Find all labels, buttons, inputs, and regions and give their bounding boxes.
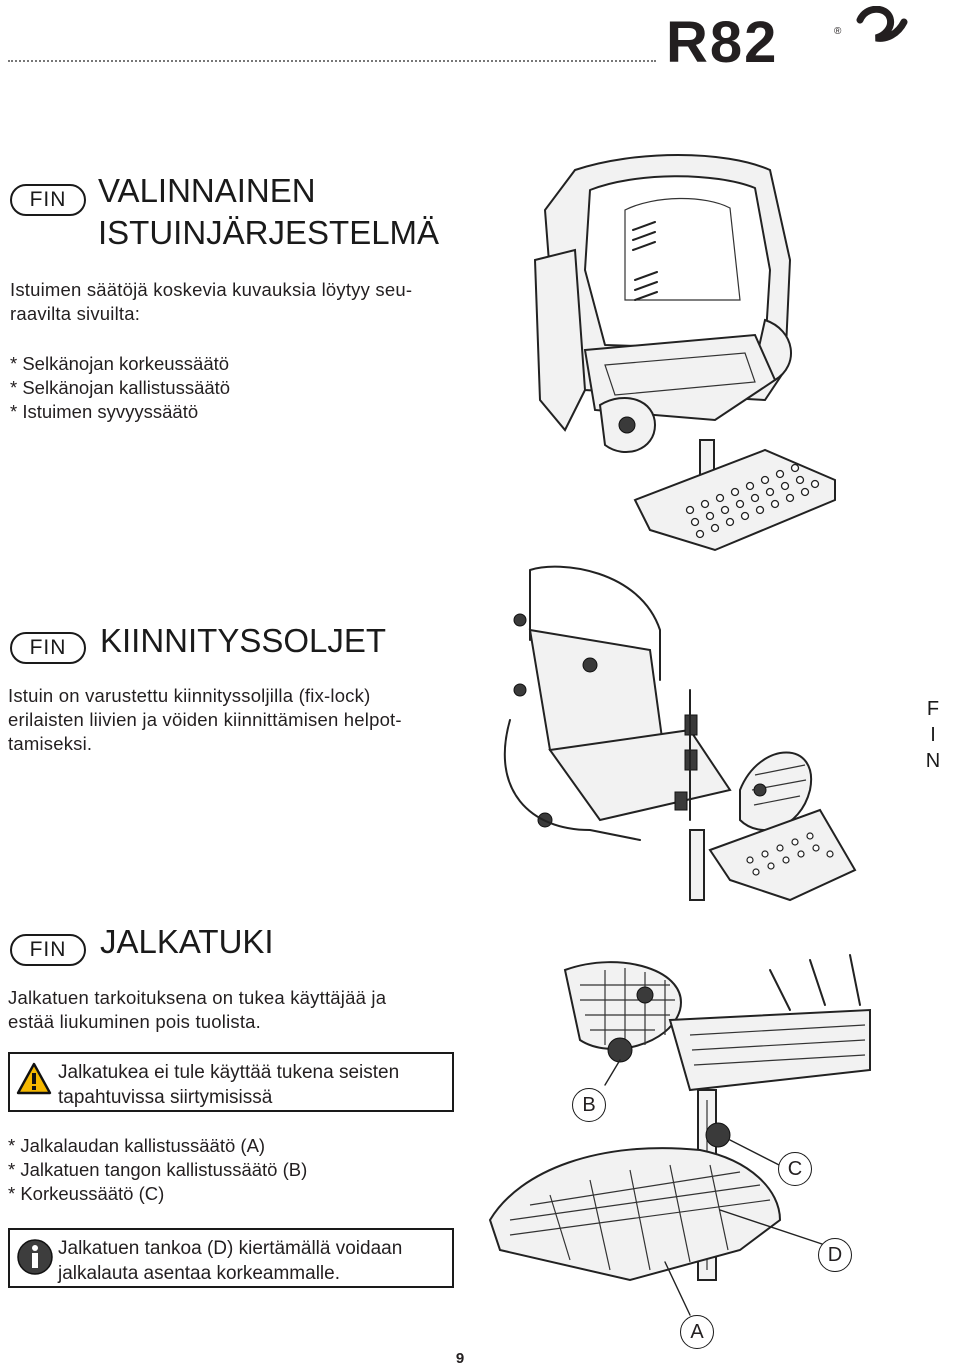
title-line: VALINNAINEN xyxy=(98,172,316,209)
seat-illustration xyxy=(515,150,845,565)
r82-logo: R82 ® xyxy=(664,5,914,75)
info-line: jalkalauta asentaa korkeammalle. xyxy=(58,1263,340,1284)
warning-box: Jalkatukea ei tule käyttää tukena seiste… xyxy=(8,1052,454,1112)
callout-a: A xyxy=(680,1315,714,1349)
callout-c: C xyxy=(778,1152,812,1186)
callout-d: D xyxy=(818,1238,852,1272)
brand-wordmark: R82 xyxy=(666,10,778,68)
list-item: * Selkänojan kallistussäätö xyxy=(10,377,231,398)
list-item: * Korkeussäätö (C) xyxy=(8,1183,165,1204)
warning-line: Jalkatukea ei tule käyttää tukena seiste… xyxy=(58,1062,400,1083)
warning-text: Jalkatukea ei tule käyttää tukena seiste… xyxy=(58,1060,399,1110)
fixlock-paragraph: Istuin on varustettu kiinnityssoljilla (… xyxy=(8,684,478,756)
paragraph-line: erilaisten liivien ja vöiden kiinnittämi… xyxy=(8,709,402,730)
paragraph-line: Istuimen säätöjä koskevia kuvauksia löyt… xyxy=(10,279,413,300)
language-badge-fin: FIN xyxy=(10,184,86,216)
paragraph-line: raavilta sivuilta: xyxy=(10,303,141,324)
intro-paragraph: Istuimen säätöjä koskevia kuvauksia löyt… xyxy=(10,278,490,326)
footrest-paragraph: Jalkatuen tarkoituksena on tukea käyttäj… xyxy=(8,986,478,1034)
svg-text:®: ® xyxy=(834,26,842,37)
frame-illustration xyxy=(490,560,860,915)
footrest-illustration xyxy=(480,950,880,1355)
info-box: Jalkatuen tankoa (D) kiertämällä voidaan… xyxy=(8,1228,454,1288)
header-dotted-rule xyxy=(8,60,656,62)
paragraph-line: Istuin on varustettu kiinnityssoljilla (… xyxy=(8,685,371,706)
list-item: * Selkänojan korkeussäätö xyxy=(10,353,230,374)
footrest-adjustment-list: * Jalkalaudan kallistussäätö (A) * Jalka… xyxy=(8,1134,307,1206)
side-tab-letter: F xyxy=(926,698,940,720)
language-badge-fin: FIN xyxy=(10,632,86,664)
side-tab-letter: N xyxy=(925,750,941,772)
info-icon xyxy=(17,1239,53,1275)
language-badge-fin: FIN xyxy=(10,934,86,966)
swirl-logo-icon xyxy=(856,5,908,42)
page-number: 9 xyxy=(455,1350,465,1367)
title-line: ISTUINJÄRJESTELMÄ xyxy=(98,214,440,251)
list-item: * Jalkatuen tangon kallistussäätö (B) xyxy=(8,1159,308,1180)
side-tab-letter: I xyxy=(930,724,936,746)
callout-b: B xyxy=(572,1088,606,1122)
language-side-tab: F I N xyxy=(918,696,948,774)
info-text: Jalkatuen tankoa (D) kiertämällä voidaan… xyxy=(58,1236,402,1286)
section-title-valinnainen: VALINNAINEN ISTUINJÄRJESTELMÄ xyxy=(98,170,439,254)
paragraph-line: tamiseksi. xyxy=(8,733,93,754)
section-title-jalkatuki: JALKATUKI xyxy=(100,923,274,960)
list-item: * Istuimen syvyyssäätö xyxy=(10,401,199,422)
warning-line: tapahtuvissa siirtymisissä xyxy=(58,1087,273,1108)
list-item: * Jalkalaudan kallistussäätö (A) xyxy=(8,1135,266,1156)
warning-icon xyxy=(16,1062,52,1095)
info-line: Jalkatuen tankoa (D) kiertämällä voidaan xyxy=(58,1238,403,1259)
paragraph-line: estää liukuminen pois tuolista. xyxy=(8,1011,262,1032)
section-title-kiinnityssoljet: KIINNITYSSOLJET xyxy=(100,622,387,659)
paragraph-line: Jalkatuen tarkoituksena on tukea käyttäj… xyxy=(8,987,387,1008)
adjustment-list: * Selkänojan korkeussäätö * Selkänojan k… xyxy=(10,352,230,424)
